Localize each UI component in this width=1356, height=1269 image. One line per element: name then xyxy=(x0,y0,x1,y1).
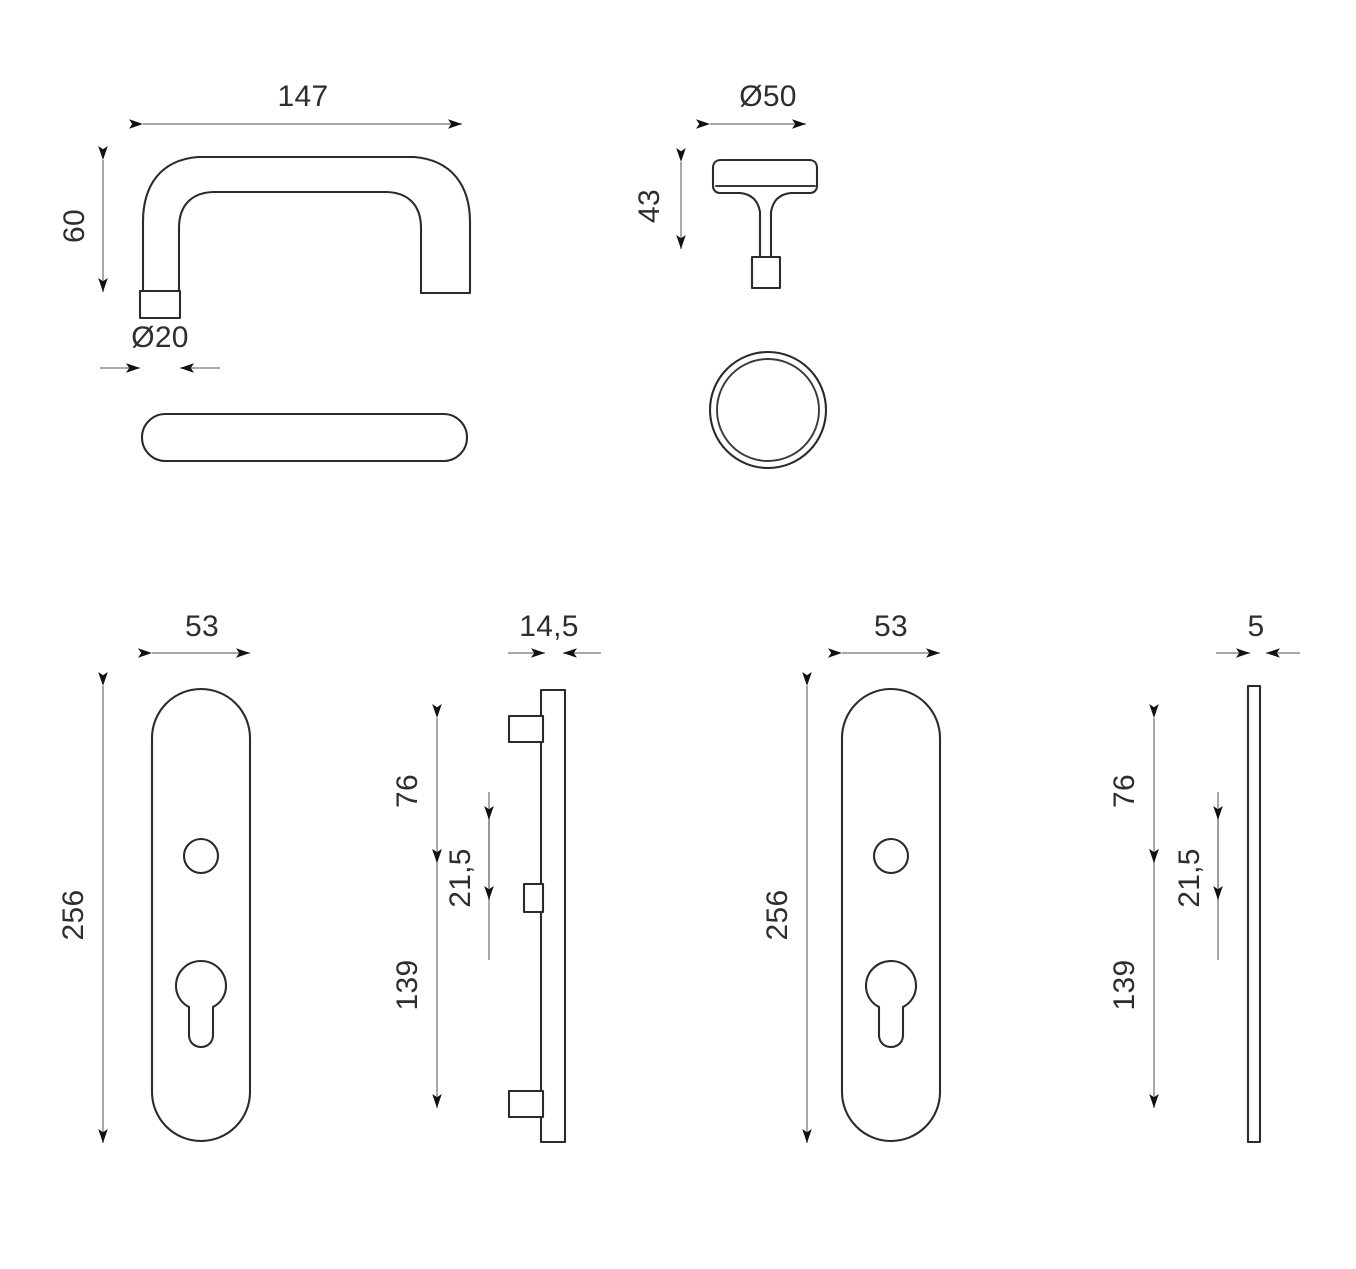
dim-backplate-side-139: 139 xyxy=(391,849,442,1108)
knob-spindle xyxy=(750,255,782,290)
dim-label-76-mid: 76 xyxy=(391,774,424,808)
dim-label-43: 43 xyxy=(633,189,666,223)
backplate-right-keyhole xyxy=(864,959,918,1049)
dim-backplate-side-76: 76 xyxy=(391,704,442,863)
backplate-side-tab-upper xyxy=(507,714,545,744)
dim-knob-diameter: Ø50 xyxy=(696,80,806,129)
view-backplate-left: 53 256 xyxy=(57,610,252,1143)
knob-body-outline xyxy=(711,158,819,260)
dim-lever-length: 147 xyxy=(129,80,462,129)
backplate-left-body xyxy=(150,687,252,1143)
view-backplate-side: 14,5 76 139 21,5 xyxy=(391,610,601,1144)
dim-thin-plate-76: 76 xyxy=(1108,704,1159,863)
dim-label-147: 147 xyxy=(278,80,329,113)
dim-label-5: 5 xyxy=(1248,610,1265,643)
dim-label-53-right: 53 xyxy=(874,610,908,643)
dim-label-139-right: 139 xyxy=(1108,960,1141,1011)
dim-thin-plate-139: 139 xyxy=(1108,849,1159,1108)
dim-label-53-left: 53 xyxy=(185,610,219,643)
view-knob-front: Ø50 43 xyxy=(633,80,819,290)
dim-label-139-mid: 139 xyxy=(391,960,424,1011)
view-lever-front: 147 60 Ø20 xyxy=(58,80,472,373)
dim-label-256-right: 256 xyxy=(761,890,794,941)
view-lever-top xyxy=(140,412,469,463)
backplate-left-keyhole xyxy=(174,959,228,1049)
dim-lever-grip-diameter: Ø20 xyxy=(100,321,220,373)
backplate-side-tab-lower xyxy=(507,1089,545,1119)
view-knob-top xyxy=(708,350,828,470)
dim-knob-height: 43 xyxy=(633,148,686,249)
dim-lever-height: 60 xyxy=(58,146,108,292)
lever-stem-collar xyxy=(138,289,182,320)
dim-label-60: 60 xyxy=(58,209,91,243)
backplate-side-tab-middle xyxy=(522,882,545,914)
lever-handle-outline xyxy=(141,155,472,295)
lever-top-pill xyxy=(140,412,469,463)
dim-label-d20: Ø20 xyxy=(131,321,189,354)
dim-thin-plate-thickness: 5 xyxy=(1216,610,1300,658)
view-backplate-right: 53 256 xyxy=(761,610,942,1143)
dim-label-76-right: 76 xyxy=(1108,774,1141,808)
view-thin-plate-side: 5 76 139 21,5 xyxy=(1108,610,1300,1144)
dim-backplate-left-width: 53 xyxy=(138,610,250,658)
backplate-right-body xyxy=(840,687,942,1143)
dim-backplate-thickness: 14,5 xyxy=(508,610,601,658)
knob-top-inner-circle xyxy=(716,358,820,462)
dim-label-215-mid: 21,5 xyxy=(444,848,477,908)
dim-label-145: 14,5 xyxy=(519,610,579,643)
dim-label-256-left: 256 xyxy=(57,890,90,941)
dim-backplate-side-215: 21,5 xyxy=(444,792,494,960)
backplate-side-bar xyxy=(539,688,567,1144)
backplate-right-spindle-hole xyxy=(872,837,910,875)
dim-backplate-right-height: 256 xyxy=(761,672,812,1143)
thin-plate-bar xyxy=(1246,684,1262,1144)
backplate-left-spindle-hole xyxy=(182,837,220,875)
dim-backplate-right-width: 53 xyxy=(828,610,940,658)
dim-thin-plate-215: 21,5 xyxy=(1173,792,1223,960)
dim-backplate-left-height: 256 xyxy=(57,672,108,1143)
dim-label-d50: Ø50 xyxy=(739,80,797,113)
dim-label-215-right: 21,5 xyxy=(1173,848,1206,908)
